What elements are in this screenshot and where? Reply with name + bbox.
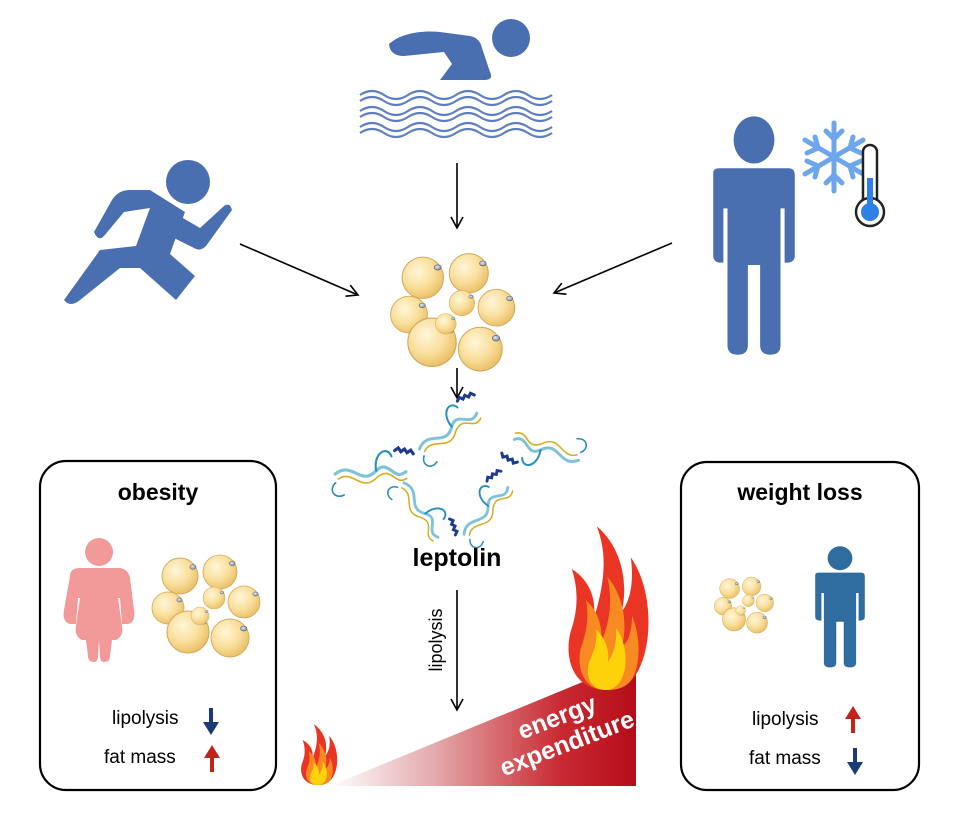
flame-icon xyxy=(568,526,649,690)
runner-icon xyxy=(64,160,232,304)
weight-loss-panel: weight loss lipolysis fat mass xyxy=(679,460,921,792)
arrow-cold-to-fat xyxy=(552,242,673,296)
obesity-fatmass-label: fat mass xyxy=(104,747,176,768)
arrow-run-to-fat xyxy=(239,243,360,297)
swimmer-icon xyxy=(359,19,553,139)
weight-loss-fatmass-label: fat mass xyxy=(749,748,821,769)
obesity-lipolysis-label: lipolysis xyxy=(112,708,179,729)
person-cold-icon xyxy=(713,116,795,355)
obesity-lipolysis-down-arrow xyxy=(203,708,219,735)
obesity-title: obesity xyxy=(118,479,199,505)
obese-person-icon xyxy=(63,538,135,662)
weight-loss-lipolysis-up-arrow xyxy=(845,706,861,733)
flame-small-icon xyxy=(301,724,338,785)
protein-structure-icon xyxy=(329,390,591,554)
lipolysis-label: lipolysis xyxy=(426,608,446,671)
energy-wedge xyxy=(330,660,636,786)
snowflake-icon xyxy=(802,120,866,194)
obesity-fatmass-up-arrow xyxy=(204,745,220,772)
thermometer-icon xyxy=(854,143,886,228)
obesity-panel: obesity lipolysis fat mass xyxy=(38,459,278,792)
weight-loss-fatmass-down-arrow xyxy=(847,748,863,775)
weight-loss-title: weight loss xyxy=(736,479,862,505)
fat-cells-icon xyxy=(391,254,515,371)
weight-loss-lipolysis-label: lipolysis xyxy=(752,709,819,730)
protein-label: leptolin xyxy=(413,544,502,572)
